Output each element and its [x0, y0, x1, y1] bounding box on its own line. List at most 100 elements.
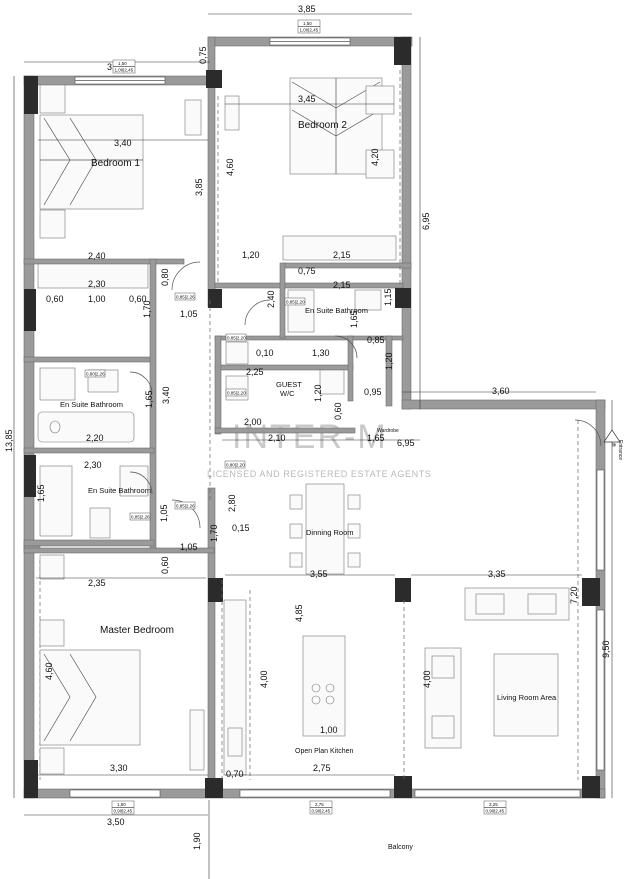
column [395, 578, 411, 602]
kitchen-label: Open Plan Kitchen [295, 748, 353, 755]
ensuite-left-label: En Suite Bathroom [60, 400, 123, 409]
guest-wc-label: GUEST [276, 380, 302, 389]
column [394, 37, 411, 65]
window-tag-text: 1,00|2,45 [115, 68, 134, 73]
door-tag [174, 292, 196, 301]
hob-ring [311, 683, 321, 693]
wall [23, 547, 215, 554]
column [24, 76, 38, 114]
wardrobe [37, 263, 149, 289]
dim-label: 1,65 [367, 433, 385, 443]
chair [289, 523, 303, 539]
dim-label: 1,05 [180, 309, 198, 319]
windows [69, 37, 605, 798]
dim-label: 6,95 [421, 212, 431, 230]
coffee-table [493, 653, 559, 737]
dim-label: 1,65 [36, 484, 46, 502]
window [596, 609, 605, 771]
dining-table [305, 483, 345, 575]
wall [214, 335, 222, 435]
door-swing [574, 419, 602, 447]
nightstand [39, 209, 66, 239]
wardrobe [39, 554, 65, 580]
door-tag-text: 0,80|2,26 [86, 372, 105, 377]
bed-cover [43, 117, 71, 206]
dim-label: 3,85 [298, 4, 316, 14]
dim-label: 0,75 [298, 266, 316, 276]
nightstand [39, 747, 65, 775]
shower [39, 465, 73, 537]
entrance-label: Entrance [617, 440, 623, 460]
door-tag-text: 0,85|2,20 [227, 336, 246, 341]
column [208, 578, 223, 602]
dim-label: 1,20 [242, 250, 260, 260]
dim-label: 3,85 [194, 178, 204, 196]
dim-label: 0,80 [160, 268, 170, 286]
door-tag-text: 0,80|2,20 [226, 463, 245, 468]
wall [23, 75, 35, 799]
door-swing [129, 471, 153, 495]
chair [289, 552, 303, 568]
dim-label: 2,40 [88, 251, 106, 261]
vanity [39, 367, 76, 401]
ensuite-left2-label: En Suite Bathroom [88, 486, 151, 495]
dim-label: 3,30 [110, 763, 128, 773]
dim-label: 6,95 [397, 438, 415, 448]
dim-label: 2,35 [88, 578, 106, 588]
drain [49, 420, 61, 434]
door-tag-text: 0,85|2,26 [176, 295, 195, 300]
wardrobe [282, 235, 397, 261]
column [395, 288, 411, 308]
door-tag [84, 369, 106, 378]
door-tag-text: 0,85|2,26 [131, 515, 150, 520]
bedroom1-label: Bedroom 1 [91, 158, 140, 169]
bed-cover [291, 81, 381, 109]
window-tag-text: 1,50 [117, 802, 126, 807]
entrance-arrow-icon [603, 429, 621, 443]
dim-label: 1,05 [159, 504, 169, 522]
window-tag-text: 1,50 [303, 21, 312, 26]
dim-label: 4,60 [225, 158, 235, 176]
door-swing [171, 261, 201, 291]
bed [39, 114, 144, 210]
dim-label: 2,30 [88, 279, 106, 289]
cushion [431, 655, 455, 679]
lift-label: Lift [610, 440, 616, 447]
nightstand [39, 619, 65, 647]
dim-label: 1,65 [349, 310, 359, 328]
dim-label: 3,60 [492, 386, 510, 396]
chair [347, 523, 361, 539]
ensuite-top-label: En Suite Bathroom [305, 306, 368, 315]
bed [39, 649, 141, 746]
door-tags: 0,85|2,26 0,85|2,20 0,85|2,20 0,85|2,20 … [84, 292, 306, 521]
dim-label: 0,60 [46, 294, 64, 304]
dim-label: 2,20 [86, 433, 104, 443]
dim-label: 4,00 [259, 670, 269, 688]
dim-label: 7,20 [569, 586, 579, 604]
window-tag-text: 3,25 [489, 802, 498, 807]
room-labels: Bedroom 1 Bedroom 2 En Suite Bathroom En… [60, 120, 623, 851]
dim-label: 2,15 [333, 280, 351, 290]
wall [23, 539, 155, 547]
dim-label: 4,00 [422, 670, 432, 688]
toilet [225, 375, 249, 401]
dimension-labels-vertical: 0,75 4,60 4,20 3,85 6,95 0,80 1,70 2,40 … [4, 46, 611, 850]
window-tag-text: 0,90|2,45 [312, 809, 331, 814]
dim-label: 1,20 [384, 352, 394, 370]
column [24, 289, 36, 331]
chair [347, 494, 361, 510]
cushion [527, 593, 557, 615]
dresser [189, 709, 205, 771]
window-tag-text: 1,00|2,45 [300, 28, 319, 33]
bedroom2-label: Bedroom 2 [298, 120, 347, 131]
wall [279, 262, 286, 339]
dim-label: 1,05 [180, 542, 198, 552]
dim-label: 3,45 [298, 94, 316, 104]
door-tag [224, 460, 246, 469]
column [582, 776, 600, 798]
door-tag [284, 297, 306, 306]
watermark-tagline: LICENSED AND REGISTERED ESTATE AGENTS [207, 469, 431, 479]
window [596, 469, 605, 571]
door-tag-text: 0,85|2,26 [176, 504, 195, 509]
